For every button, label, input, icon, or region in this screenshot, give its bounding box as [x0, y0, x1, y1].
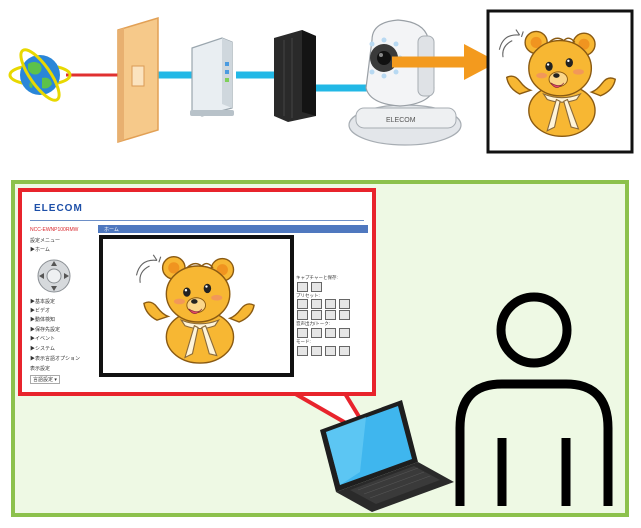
menu-item-event[interactable]: ▶イベント	[30, 336, 56, 342]
live-video-bear-icon	[135, 254, 255, 364]
audio-button-2[interactable]	[311, 328, 322, 338]
mode-button-4[interactable]	[339, 346, 350, 356]
mode-buttons	[297, 346, 350, 356]
mode-button-2[interactable]	[311, 346, 322, 356]
model-label: NCC-EWNP100RMW	[30, 227, 79, 233]
audio-button-4[interactable]	[339, 328, 350, 338]
preset-button-4[interactable]	[339, 299, 350, 309]
capture-section-label: キャプチャーと保存:	[296, 275, 338, 280]
preset-button-1[interactable]	[297, 299, 308, 309]
globe-icon	[8, 48, 72, 102]
language-select[interactable]: 言語設定 ▾	[30, 375, 60, 384]
network-camera-icon: ELECOM	[348, 19, 462, 146]
teddy-bear-icon	[498, 28, 616, 137]
mode-button-3[interactable]	[325, 346, 336, 356]
network-switch-icon	[274, 30, 316, 122]
audio-button-1[interactable]	[297, 328, 308, 338]
preset-section-label: プリセット:	[296, 293, 320, 298]
brand-logo: ELECOM	[34, 203, 83, 214]
preset-button-6[interactable]	[311, 310, 322, 320]
menu-item-basic[interactable]: ▶基本設定	[30, 299, 56, 305]
preset-button-3[interactable]	[325, 299, 336, 309]
ptz-control-icon[interactable]	[36, 258, 72, 294]
menu-item-home[interactable]: ▶ホーム	[30, 247, 50, 253]
wall-outlet-icon	[117, 16, 159, 144]
preset-button-8[interactable]	[339, 310, 350, 320]
mode-button-1[interactable]	[297, 346, 308, 356]
tab-home-label: ホーム	[104, 227, 119, 233]
menu-item-motion[interactable]: ▶動体検知	[30, 317, 56, 323]
menu-item-storage[interactable]: ▶保存先設定	[30, 327, 61, 333]
preset-button-7[interactable]	[325, 310, 336, 320]
audio-buttons	[297, 328, 350, 338]
preset-button-2[interactable]	[311, 299, 322, 309]
menu-item-display[interactable]: 表示設定	[30, 366, 51, 372]
browser-callout: ELECOM NCC-EWNP100RMW 設定メニュー ▶ホーム ▶基本設定 …	[18, 188, 376, 396]
menu-item-language-option[interactable]: ▶表示言語オプション	[30, 356, 81, 362]
live-video-frame	[99, 235, 294, 377]
audio-button-3[interactable]	[325, 328, 336, 338]
menu-item-video[interactable]: ▶ビデオ	[30, 308, 51, 314]
menu-item-system[interactable]: ▶システム	[30, 346, 55, 352]
tab-home[interactable]: ホーム	[98, 225, 368, 233]
menu-title: 設定メニュー	[30, 238, 61, 244]
record-button[interactable]	[311, 282, 322, 292]
preset-buttons-row1	[297, 299, 350, 309]
user-icon	[455, 292, 613, 506]
header-divider	[30, 220, 364, 221]
preset-button-5[interactable]	[297, 310, 308, 320]
audio-section-label: 音声出力/トーク:	[296, 321, 330, 326]
capture-buttons	[297, 282, 322, 292]
preset-buttons-row2	[297, 310, 350, 320]
camera-brand-label: ELECOM	[386, 117, 416, 124]
router-icon	[190, 37, 234, 117]
mode-section-label: モード:	[296, 339, 311, 344]
laptop-icon	[320, 400, 454, 512]
snapshot-button[interactable]	[297, 282, 308, 292]
stream-arrow	[392, 44, 498, 80]
